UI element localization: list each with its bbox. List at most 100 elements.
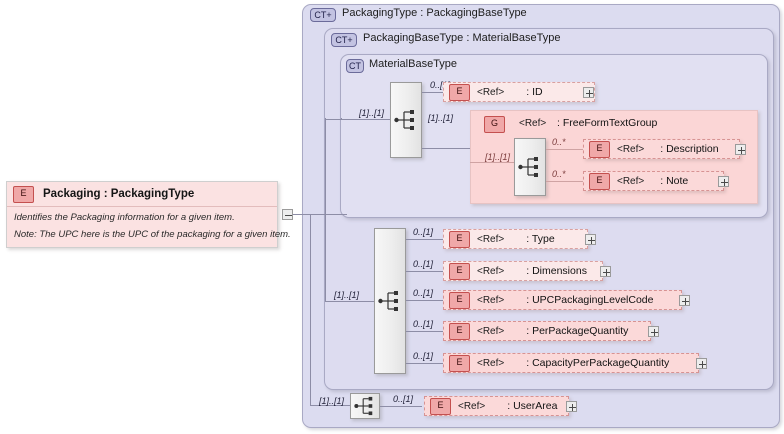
element-ref-label: <Ref>: [458, 400, 486, 412]
element-badge-icon: E: [449, 262, 470, 280]
multiplicity-packagingbase-sequence: [1]..[1]: [334, 290, 360, 300]
connector-trunk-to-material-seq: [325, 119, 390, 120]
plus-icon-id[interactable]: [583, 87, 594, 98]
element-badge-icon: E: [589, 172, 610, 190]
container-materialbasetype-title: MaterialBaseType: [369, 58, 458, 70]
plus-icon-type[interactable]: [585, 234, 596, 245]
element-badge-icon: E: [449, 83, 470, 101]
element-ref-userarea[interactable]: E <Ref> : UserArea: [424, 396, 569, 416]
plus-icon-userarea[interactable]: [566, 401, 577, 412]
root-element-header: E Packaging : PackagingType: [7, 182, 277, 207]
multiplicity-note: 0..*: [552, 169, 566, 179]
element-ref-description[interactable]: E <Ref> : Description: [583, 139, 740, 159]
group-name-label: : FreeFormTextGroup: [557, 117, 658, 129]
connector-materialseq-to-id: [422, 92, 456, 93]
element-ref-label: <Ref>: [477, 233, 505, 245]
sequence-compositor-packagingbase[interactable]: [374, 228, 406, 374]
element-name-label: : CapacityPerPackageQuantity: [526, 357, 670, 369]
multiplicity-upcpackaginglevelcode: 0..[1]: [413, 288, 434, 298]
element-name-label: : PerPackageQuantity: [526, 325, 629, 337]
multiplicity-capacityperpackagequantity: 0..[1]: [413, 351, 434, 361]
ct-badge-packagingbasetype: CT+: [331, 33, 357, 47]
element-badge-icon: E: [13, 185, 34, 203]
multiplicity-id: 0..[1]: [430, 80, 451, 90]
sequence-compositor-packagingtype[interactable]: [350, 393, 380, 419]
plus-icon-note[interactable]: [718, 176, 729, 187]
plus-icon-capacityperpackagequantity[interactable]: [696, 358, 707, 369]
element-ref-upcpackaginglevelcode[interactable]: E <Ref> : UPCPackagingLevelCode: [443, 290, 682, 310]
element-ref-label: <Ref>: [477, 86, 505, 98]
container-packagingtype-title: PackagingType : PackagingBaseType: [342, 7, 527, 19]
element-name-label: : Dimensions: [526, 265, 587, 277]
element-badge-icon: E: [589, 140, 610, 158]
connector-trunk-to-packagingbase-seq: [325, 301, 374, 302]
multiplicity-group-sequence: [1]..[1]: [485, 152, 511, 162]
element-ref-label: <Ref>: [617, 175, 645, 187]
sequence-icon: [378, 291, 398, 311]
element-ref-note[interactable]: E <Ref> : Note: [583, 171, 724, 191]
trunk-vertical-outer: [310, 214, 311, 405]
multiplicity-packagingtype-sequence: [1]..[1]: [319, 396, 345, 406]
element-badge-icon: E: [449, 291, 470, 309]
multiplicity-perpackagequantity: 0..[1]: [413, 319, 434, 329]
sequence-icon: [394, 110, 414, 130]
element-ref-label: <Ref>: [617, 143, 645, 155]
connector-group-to-seq: [470, 162, 514, 163]
element-ref-dimensions[interactable]: E <Ref> : Dimensions: [443, 261, 603, 281]
element-badge-icon: E: [449, 354, 470, 372]
connector-pbseq-to-perpackage: [406, 331, 444, 332]
sequence-icon: [518, 157, 538, 177]
ct-badge-materialbasetype: CT: [346, 59, 364, 73]
element-ref-label: <Ref>: [477, 294, 505, 306]
element-name-label: : Note: [660, 175, 689, 187]
element-ref-label: <Ref>: [477, 325, 505, 337]
group-badge-icon: G: [484, 116, 505, 133]
element-ref-capacityperpackagequantity[interactable]: E <Ref> : CapacityPerPackageQuantity: [443, 353, 699, 373]
root-element-documentation: Identifies the Packaging information for…: [14, 212, 235, 223]
connector-trunk-to-packagingtype-seq: [310, 405, 350, 406]
element-ref-perpackagequantity[interactable]: E <Ref> : PerPackageQuantity: [443, 321, 651, 341]
element-name-label: : UPCPackagingLevelCode: [526, 294, 654, 306]
plus-icon-upcpackaginglevelcode[interactable]: [679, 295, 690, 306]
element-ref-id[interactable]: E <Ref> : ID: [443, 82, 595, 102]
trunk-vertical-mid: [325, 118, 326, 302]
element-name-label: : UserArea: [507, 400, 558, 412]
element-badge-icon: E: [449, 322, 470, 340]
page-title: Packaging : PackagingType: [43, 188, 195, 200]
connector-pbseq-to-dimensions: [406, 271, 444, 272]
connector-groupseq-to-note: [546, 181, 584, 182]
root-element-note: Note: The UPC here is the UPC of the pac…: [14, 229, 291, 240]
sequence-icon: [354, 396, 373, 416]
element-name-label: : Type: [526, 233, 555, 245]
element-ref-label: <Ref>: [477, 357, 505, 369]
ct-badge-packagingtype: CT+: [310, 8, 336, 22]
group-ref-label: <Ref>: [519, 118, 547, 129]
connector-pbseq-to-type: [406, 239, 444, 240]
container-packagingbasetype-title: PackagingBaseType : MaterialBaseType: [363, 32, 561, 44]
connector-groupseq-to-description: [546, 149, 584, 150]
connector-pbseq-to-capacity: [406, 363, 444, 364]
connector-materialseq-to-group: [422, 148, 470, 149]
sequence-compositor-materialbase[interactable]: [390, 82, 422, 158]
multiplicity-material-sequence: [1]..[1]: [359, 108, 385, 118]
element-badge-icon: E: [430, 397, 451, 415]
element-ref-label: <Ref>: [477, 265, 505, 277]
element-badge-icon: E: [449, 230, 470, 248]
multiplicity-dimensions: 0..[1]: [413, 259, 434, 269]
element-name-label: : ID: [526, 86, 543, 98]
connector-root-to-trunk: [293, 214, 347, 215]
plus-icon-description[interactable]: [735, 144, 746, 155]
multiplicity-description: 0..*: [552, 137, 566, 147]
sequence-compositor-group[interactable]: [514, 138, 546, 196]
plus-icon-perpackagequantity[interactable]: [648, 326, 659, 337]
plus-icon-dimensions[interactable]: [600, 266, 611, 277]
connector-pbseq-to-upccode: [406, 300, 444, 301]
root-element-card[interactable]: E Packaging : PackagingType Identifies t…: [6, 181, 291, 248]
multiplicity-group: [1]..[1]: [428, 113, 454, 123]
multiplicity-type: 0..[1]: [413, 227, 434, 237]
minus-icon-root[interactable]: [282, 209, 293, 220]
element-name-label: : Description: [660, 143, 719, 155]
element-ref-type[interactable]: E <Ref> : Type: [443, 229, 588, 249]
multiplicity-userarea: 0..[1]: [393, 394, 414, 404]
connector-ptseq-to-userarea: [380, 406, 422, 407]
